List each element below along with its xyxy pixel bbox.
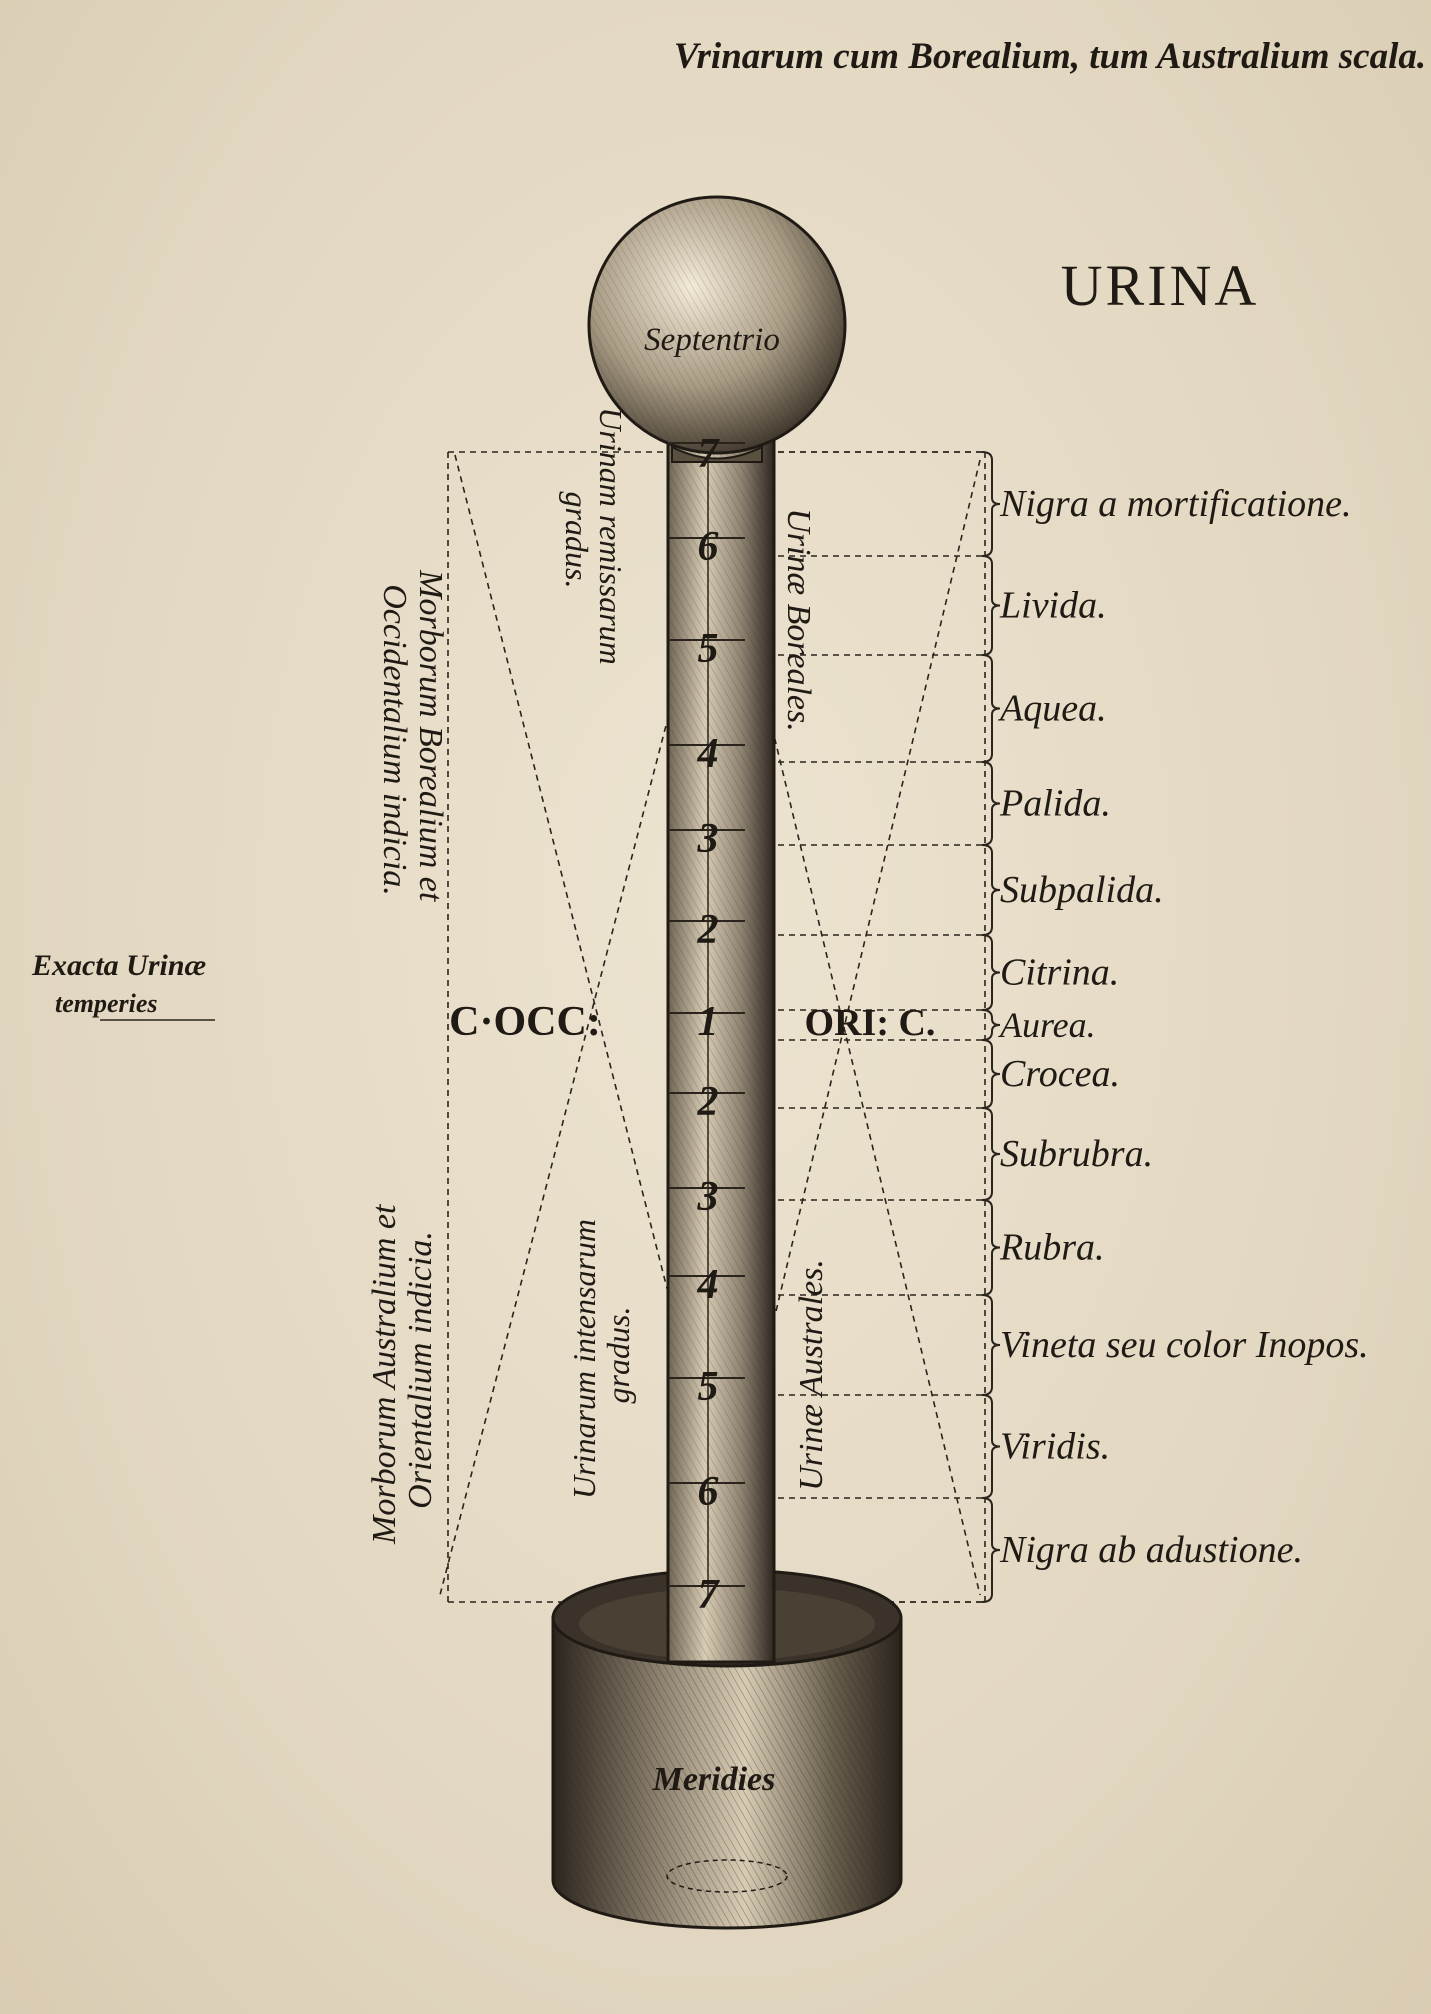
right-lower-text: Urinæ Australes. (793, 1259, 830, 1491)
page-title: Vrinarum cum Borealium, tum Australium s… (674, 36, 1426, 77)
side-note-line-2: temperies (55, 989, 158, 1018)
scale-level-lines (745, 451, 985, 1603)
right-upper-label: Urinæ Boreales. (780, 508, 817, 732)
scale-number: 6 (698, 524, 719, 570)
urine-color-label: Aurea. (998, 1005, 1096, 1045)
base-cylinder (551, 1568, 903, 1930)
color-brace (981, 654, 1001, 763)
inner-lower-line-1: Urinarum intensarum (566, 1219, 602, 1499)
left-upper-line-1: Morborum Borealium et (412, 569, 449, 903)
scale-number: 4 (697, 731, 719, 777)
scale-number: 7 (698, 1572, 721, 1618)
svg-text:Morborum Borealium et Oc: Morborum Borealium et Occidentalium indi… (376, 569, 449, 910)
scale-number: 5 (698, 1364, 719, 1410)
svg-text:Urinarum intensarum grad: Urinarum intensarum gradus. (566, 1211, 636, 1499)
color-brace (981, 1009, 1001, 1041)
left-lower-line-1: Morborum Australium et (366, 1203, 403, 1545)
scale-number: 5 (698, 626, 719, 672)
color-brace (981, 1039, 1001, 1109)
side-note: Exacta Urinæ temperies (31, 949, 214, 1018)
urine-color-labels: Nigra a mortificatione. Livida. Aquea. Pali… (997, 483, 1369, 1571)
inner-lower-line-2: gradus. (600, 1307, 636, 1404)
left-lower-text: Morborum Australium et Orientalium indic… (366, 1196, 439, 1545)
urine-color-label: Subpalida. (1000, 869, 1164, 911)
color-braces (981, 451, 1001, 1603)
scale-number: 2 (697, 907, 719, 953)
left-lower-line-2: Orientalium indicia. (402, 1231, 439, 1509)
east-mark: ORI: C. (805, 1002, 936, 1044)
urine-color-label: Rubra. (999, 1227, 1105, 1269)
left-upper-text: Morborum Borealium et Occidentalium indi… (376, 569, 449, 910)
scale-numbers: 7 6 5 4 3 2 1 2 3 4 5 6 7 (668, 431, 745, 1618)
urine-color-label: Nigra ab adustione. (999, 1529, 1303, 1571)
globe-septentrio (587, 195, 847, 463)
color-brace (981, 1199, 1001, 1296)
color-brace (981, 1394, 1001, 1499)
color-brace (981, 1107, 1001, 1201)
inner-upper-text: Urinam remissarum gradus. (559, 407, 629, 673)
scale-number: 3 (697, 816, 719, 862)
scale-number: 1 (698, 999, 719, 1045)
urine-color-label: Citrina. (1000, 952, 1119, 994)
color-brace (981, 1294, 1001, 1396)
urine-color-label: Subrubra. (1000, 1133, 1153, 1175)
urine-color-label: Viridis. (1000, 1426, 1110, 1468)
color-brace (981, 934, 1001, 1011)
color-brace (981, 451, 1001, 557)
globe-label: Septentrio (644, 322, 780, 358)
inner-upper-line-1: Urinam remissarum (593, 407, 629, 665)
urine-color-label: Nigra a mortificatione. (999, 483, 1352, 525)
urine-color-label: Aquea. (997, 688, 1107, 730)
scale-number: 6 (698, 1469, 719, 1515)
color-brace (981, 555, 1001, 656)
scale-number: 7 (698, 431, 721, 477)
urine-color-label: Palida. (999, 783, 1111, 825)
svg-text:Morborum Australium et O: Morborum Australium et Orientalium indic… (366, 1196, 439, 1545)
inner-lower-text: Urinarum intensarum gradus. (566, 1211, 636, 1499)
color-brace (981, 761, 1001, 846)
urine-color-label: Crocea. (1000, 1053, 1120, 1095)
color-brace (981, 844, 1001, 936)
scale-number: 4 (697, 1262, 719, 1308)
urine-color-label: Vineta seu color Inopos. (1000, 1324, 1369, 1366)
west-mark: C·OCC: (449, 999, 601, 1045)
svg-text:Urinam remissarum gradus: Urinam remissarum gradus. (559, 407, 629, 673)
side-note-line-1: Exacta Urinæ (31, 949, 206, 982)
measuring-rod (666, 438, 776, 1664)
urine-color-label: Livida. (999, 585, 1107, 627)
right-lower-label: Urinæ Australes. (793, 1259, 830, 1491)
left-upper-line-2: Occidentalium indicia. (376, 584, 413, 896)
color-brace (981, 1497, 1001, 1603)
heading-urina: URINA (1061, 253, 1260, 318)
base-label: Meridies (652, 1761, 776, 1798)
inner-upper-line-2: gradus. (559, 492, 595, 589)
scale-number: 3 (697, 1174, 719, 1220)
scale-number: 2 (697, 1079, 719, 1125)
right-upper-text: Urinæ Boreales. (780, 508, 817, 732)
